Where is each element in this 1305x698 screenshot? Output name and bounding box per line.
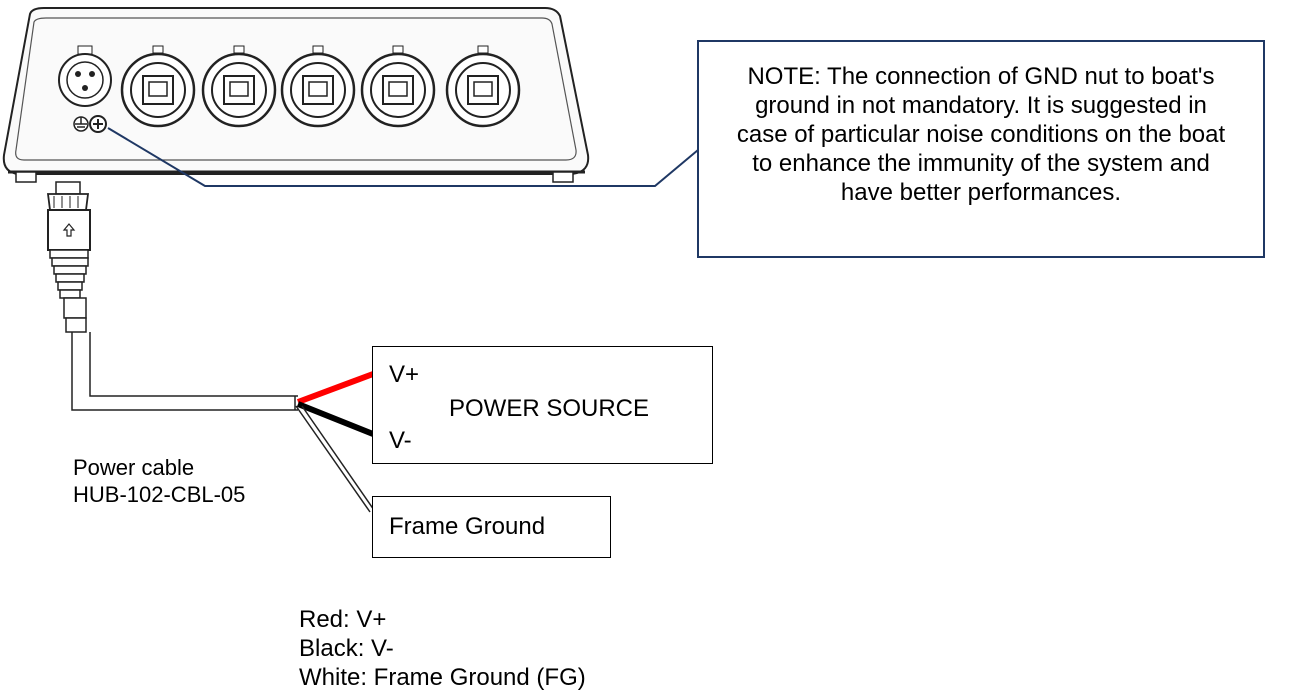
note-text: NOTE: The connection of GND nut to boat'… xyxy=(736,63,1226,206)
note-callout: NOTE: The connection of GND nut to boat'… xyxy=(697,40,1265,258)
network-port-1 xyxy=(120,45,196,128)
power-source-title: POWER SOURCE xyxy=(449,395,650,422)
white-wire xyxy=(295,405,375,513)
network-port-3 xyxy=(280,45,356,128)
frame-ground-label: Frame Ground xyxy=(389,513,546,540)
network-port-4 xyxy=(360,45,436,128)
power-source-box xyxy=(372,346,713,464)
power-cable xyxy=(71,332,298,411)
black-wire xyxy=(296,401,375,437)
vminus-label: V- xyxy=(389,427,412,454)
ground-symbol-icon xyxy=(73,116,89,132)
cable-connector xyxy=(46,181,91,333)
legend-white: White: Frame Ground (FG) xyxy=(299,664,586,691)
callout-leader-line xyxy=(107,127,699,187)
legend-black: Black: V- xyxy=(299,635,394,662)
cable-label-line2: HUB-102-CBL-05 xyxy=(73,482,246,507)
power-socket xyxy=(58,45,112,107)
network-port-5 xyxy=(445,45,521,128)
cable-label-line1: Power cable xyxy=(73,455,195,480)
vplus-label: V+ xyxy=(389,361,420,388)
legend-red: Red: V+ xyxy=(299,606,387,633)
network-port-2 xyxy=(201,45,277,128)
frame-ground-box xyxy=(372,496,611,558)
red-wire xyxy=(296,371,375,405)
gnd-nut-icon xyxy=(89,115,107,133)
